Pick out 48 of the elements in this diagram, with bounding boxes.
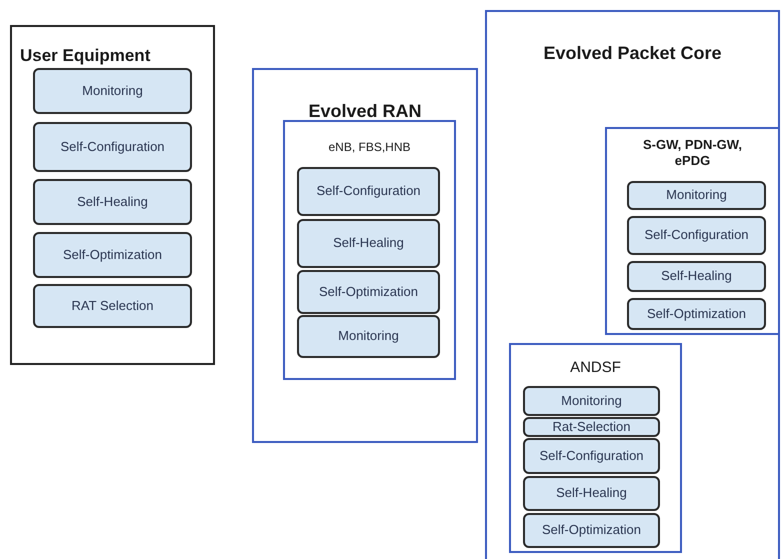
function-label: Self-Optimization xyxy=(319,284,418,300)
function-label: Self-Healing xyxy=(333,235,404,252)
group-container xyxy=(509,343,682,553)
group-heading: User Equipment xyxy=(19,45,152,67)
function-box xyxy=(33,68,192,114)
group-container xyxy=(283,120,456,380)
function-box xyxy=(33,284,192,328)
function-box xyxy=(33,122,192,172)
group-heading: eNB, FBS,HNB xyxy=(327,139,412,156)
group-container xyxy=(605,127,780,335)
function-box xyxy=(627,298,766,330)
group-container xyxy=(485,10,780,559)
group-heading: S-GW, PDN-GW, ePDG xyxy=(642,136,743,170)
function-label: Self-Healing xyxy=(556,485,627,502)
function-label: Self-Optimization xyxy=(647,306,746,322)
function-box xyxy=(523,476,660,511)
function-label: Self-Configuration xyxy=(644,227,749,244)
function-box xyxy=(297,219,440,268)
function-box xyxy=(523,386,660,416)
function-box xyxy=(523,417,660,437)
function-label: Self-Healing xyxy=(661,268,732,285)
function-label: Monitoring xyxy=(561,392,622,410)
function-label: Monitoring xyxy=(338,328,399,345)
function-box xyxy=(523,438,660,474)
function-box xyxy=(627,216,766,255)
function-label: Self-Configuration xyxy=(539,448,644,464)
group-heading: Evolved RAN xyxy=(307,100,423,123)
function-label: RAT Selection xyxy=(72,298,154,314)
function-box xyxy=(627,181,766,210)
function-label: Self-Configuration xyxy=(316,183,421,200)
function-box xyxy=(33,179,192,225)
function-label: Self-Configuration xyxy=(60,138,165,156)
function-box xyxy=(33,232,192,278)
function-label: Self-Healing xyxy=(77,194,148,210)
group-heading: Evolved Packet Core xyxy=(542,42,723,65)
group-container xyxy=(10,25,215,365)
function-label: Monitoring xyxy=(82,82,143,100)
function-label: Monitoring xyxy=(666,187,727,204)
function-box xyxy=(297,315,440,358)
function-box xyxy=(523,513,660,548)
function-box xyxy=(297,270,440,314)
function-label: Self-Optimization xyxy=(542,522,641,539)
function-label: Self-Optimization xyxy=(63,246,162,264)
group-heading: ANDSF xyxy=(569,358,622,378)
function-label: Rat-Selection xyxy=(552,418,631,436)
group-container xyxy=(252,68,478,443)
function-box xyxy=(627,261,766,292)
function-box xyxy=(297,167,440,216)
